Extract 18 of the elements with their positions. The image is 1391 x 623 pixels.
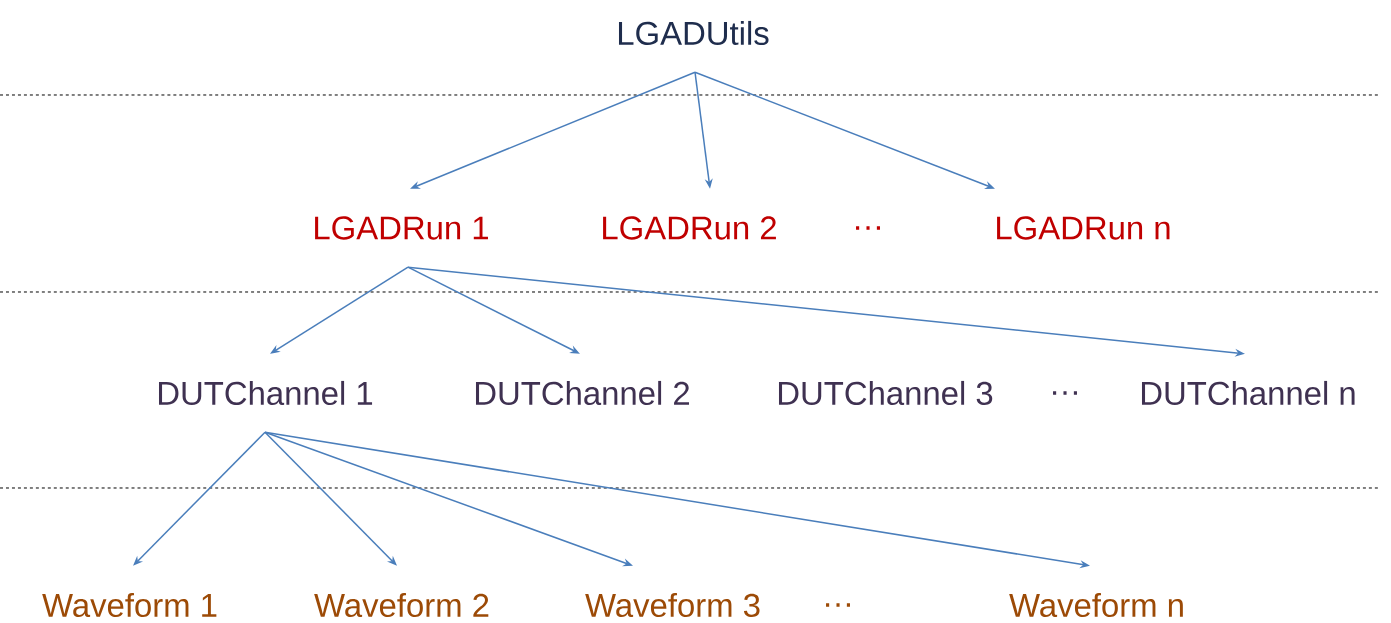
node-label: Waveform 1 xyxy=(42,592,217,618)
node-label: DUTChannel 2 xyxy=(476,380,689,406)
arrow xyxy=(133,431,266,566)
arrow xyxy=(264,431,397,566)
node-label: LGADRun n xyxy=(997,216,1170,240)
node-label: LGADRun 1 xyxy=(315,216,488,240)
node-label: Waveform 3 xyxy=(585,592,760,618)
arrow xyxy=(270,266,409,354)
node-label: Waveform 2 xyxy=(314,592,489,618)
text-label: … xyxy=(856,226,880,230)
node-label: LGADRun 2 xyxy=(603,216,776,240)
text-label: … xyxy=(826,603,850,607)
node-label: DUTChannel n xyxy=(1142,380,1355,406)
text-label: … xyxy=(1053,391,1077,395)
node-label: Waveform n xyxy=(1009,592,1183,618)
node-label: LGADUtils xyxy=(619,20,769,46)
node-label: DUTChannel 1 xyxy=(159,380,373,406)
text-label: DUTChannel 3 xyxy=(779,380,993,406)
